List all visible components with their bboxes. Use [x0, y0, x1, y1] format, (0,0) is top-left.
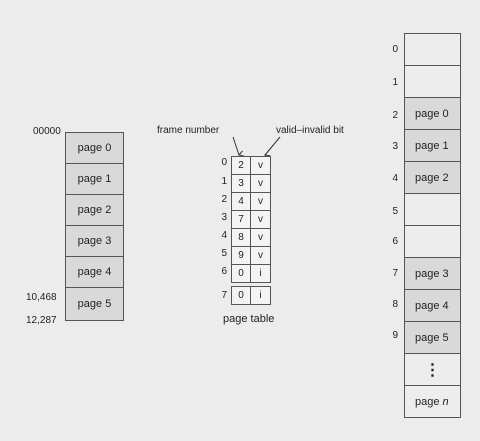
pt-frame-5: 9: [231, 246, 251, 265]
frame-number-9: 9: [392, 330, 398, 341]
physical-frame-3: page 1: [404, 129, 461, 162]
pt-bit-3: v: [250, 210, 271, 229]
pt-frame-7: 0: [231, 286, 251, 305]
address-10468-label: 10,468: [26, 292, 57, 303]
physical-frame-0: [404, 33, 461, 66]
logical-page-2: page 2: [65, 194, 124, 226]
pt-index-1: 1: [221, 176, 227, 187]
frame-number-5: 5: [392, 206, 398, 217]
physical-frame-4: page 2: [404, 161, 461, 194]
physical-frame-2: page 0: [404, 97, 461, 130]
pt-bit-2: v: [250, 192, 271, 211]
frame-number-2: 2: [392, 110, 398, 121]
start-address-label: 00000: [33, 126, 61, 137]
physical-frame-5: [404, 193, 461, 226]
frame-number-label: frame number: [157, 125, 220, 136]
pt-bit-6: i: [250, 264, 271, 283]
pt-frame-4: 8: [231, 228, 251, 247]
pt-frame-2: 4: [231, 192, 251, 211]
pt-index-0: 0: [221, 157, 227, 168]
pt-bit-0: v: [250, 156, 271, 175]
pt-index-3: 3: [221, 212, 227, 223]
frame-number-3: 3: [392, 141, 398, 152]
pt-index-6: 6: [221, 266, 227, 277]
physical-frame-7: page 3: [404, 257, 461, 290]
frame-number-arrow: [232, 136, 239, 155]
frame-number-6: 6: [392, 236, 398, 247]
frame-number-1: 1: [392, 77, 398, 88]
valid-invalid-bit-label: valid–invalid bit: [276, 125, 344, 136]
valid-bit-arrow: [265, 136, 281, 155]
pt-bit-5: v: [250, 246, 271, 265]
pt-frame-0: 2: [231, 156, 251, 175]
pt-frame-3: 7: [231, 210, 251, 229]
pt-bit-7: i: [250, 286, 271, 305]
pt-index-7: 7: [221, 290, 227, 301]
frame-number-0: 0: [392, 44, 398, 55]
frame-number-4: 4: [392, 173, 398, 184]
physical-frame-ellipsis: ⋮: [404, 353, 461, 386]
pt-index-4: 4: [221, 230, 227, 241]
physical-frame-9: page 5: [404, 321, 461, 354]
physical-frame-6: [404, 225, 461, 258]
pt-frame-6: 0: [231, 264, 251, 283]
end-address-label: 12,287: [26, 315, 57, 326]
logical-page-5: page 5: [65, 287, 124, 321]
pt-frame-1: 3: [231, 174, 251, 193]
frame-number-8: 8: [392, 299, 398, 310]
frame-number-7: 7: [392, 268, 398, 279]
logical-page-4: page 4: [65, 256, 124, 288]
page-n-prefix: page: [415, 395, 443, 408]
physical-frame-1: [404, 65, 461, 98]
physical-frame-n: page n: [404, 385, 461, 418]
pt-index-2: 2: [221, 194, 227, 205]
pt-index-5: 5: [221, 248, 227, 259]
page-n-suffix: n: [442, 395, 449, 408]
page-table-caption: page table: [223, 313, 275, 325]
logical-page-3: page 3: [65, 225, 124, 257]
pt-bit-1: v: [250, 174, 271, 193]
logical-page-0: page 0: [65, 132, 124, 164]
physical-frame-8: page 4: [404, 289, 461, 322]
pt-bit-4: v: [250, 228, 271, 247]
